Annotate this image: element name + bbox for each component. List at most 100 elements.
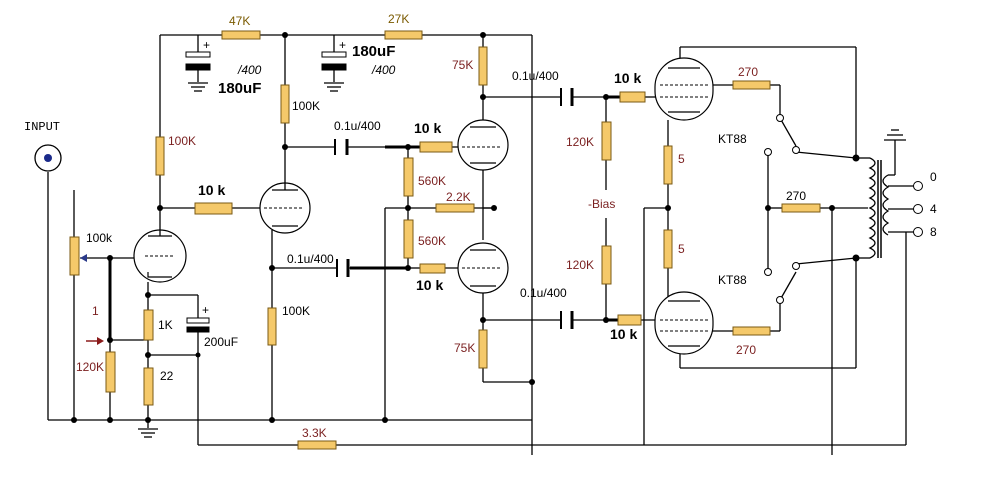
resistor-100k-mid	[280, 84, 290, 124]
label-200uf: 200uF	[204, 335, 238, 349]
label-270-bottom: 270	[736, 343, 756, 357]
resistor-10k-first	[194, 202, 233, 215]
label-kt88-top: KT88	[718, 132, 747, 146]
label-560k-a: 560K	[418, 174, 446, 188]
label-75k-top: 75K	[452, 58, 473, 72]
label-5-top: 5	[678, 152, 685, 166]
wires	[47, 34, 916, 455]
tube-v3	[457, 119, 509, 171]
resistor-1k	[143, 309, 154, 341]
resistor-270-bottom	[732, 326, 771, 336]
resistor-27k	[384, 30, 423, 40]
label-cap-top-right: 0.1u/400	[512, 69, 559, 83]
capacitor-0.1u-bottom-right	[560, 311, 574, 329]
input-label: INPUT	[24, 120, 60, 134]
grounds	[138, 82, 906, 438]
capacitor-200uf: +	[186, 303, 210, 333]
svg-text:+: +	[339, 38, 346, 52]
tube-kt88-bottom	[654, 291, 714, 355]
resistor-120k-top	[601, 121, 612, 161]
resistor-560k-b	[403, 219, 414, 259]
label-22: 22	[160, 369, 174, 383]
label-cap-bottom-right: 0.1u/400	[520, 286, 567, 300]
junctions	[71, 32, 860, 423]
label-5-bottom: 5	[678, 242, 685, 256]
svg-text:+: +	[202, 303, 209, 317]
label-node-1: 1	[92, 304, 99, 318]
resistor-100k-left	[155, 136, 165, 176]
label-270-mid: 270	[786, 189, 806, 203]
ground-icon	[188, 82, 208, 92]
resistor-10k-bottom-right	[617, 314, 642, 326]
label-cap-mid-voltage: /400	[371, 63, 396, 77]
label-tap-4: 4	[930, 202, 937, 216]
label-27k: 27K	[388, 12, 409, 26]
output-transformer	[868, 157, 923, 259]
resistors	[69, 30, 821, 450]
resistor-10k-bottom	[419, 263, 446, 274]
tubes	[133, 57, 714, 355]
potentiometer-100k	[69, 236, 80, 276]
capacitors: + + +	[185, 38, 574, 333]
capacitor-180uf-left: +	[185, 38, 211, 71]
label-cap-bottom-left: 0.1u/400	[287, 252, 334, 266]
label-tap-8: 8	[930, 225, 937, 239]
resistor-75k-top	[478, 46, 488, 86]
resistor-5-top	[663, 145, 673, 185]
label-bias: -Bias	[588, 197, 615, 211]
resistor-5-bottom	[663, 229, 673, 269]
tube-kt88-top	[654, 57, 714, 121]
label-10k-bottom-right: 10 k	[610, 326, 637, 342]
label-cap-mid: 180uF	[352, 43, 395, 60]
resistor-100k-bottom	[267, 307, 277, 346]
label-100k-bottom: 100K	[282, 304, 310, 318]
resistor-2.2k	[435, 203, 475, 213]
capacitor-0.1u-top-right	[560, 88, 574, 106]
label-120k-left: 120K	[76, 360, 104, 374]
tube-v4	[457, 242, 509, 294]
label-10k-left: 10 k	[198, 182, 225, 198]
capacitor-0.1u-mid	[334, 139, 349, 155]
label-120k-bottom: 120K	[566, 258, 594, 272]
label-3.3k: 3.3K	[302, 426, 327, 440]
label-cap-mid: 0.1u/400	[334, 119, 381, 133]
label-pot-100k: 100k	[86, 231, 113, 245]
resistor-3.3k	[297, 440, 337, 450]
ground-icon	[324, 82, 344, 92]
resistor-10k-mid	[419, 141, 453, 153]
ground-icon	[138, 428, 158, 438]
label-10k-top-right: 10 k	[614, 70, 641, 86]
potentiometer-wiper-icon	[80, 254, 87, 262]
label-1k: 1K	[158, 318, 173, 332]
tube-v2	[259, 182, 311, 234]
arrow-icon	[86, 337, 104, 345]
label-47k: 47K	[229, 14, 250, 28]
labels: INPUT 47K 27K /400 180uF 180uF /400 75K …	[24, 12, 937, 440]
resistor-120k-bottom	[601, 245, 612, 285]
label-100k-mid: 100K	[292, 99, 320, 113]
label-10k-bottom: 10 k	[416, 277, 443, 293]
label-10k-mid: 10 k	[414, 120, 441, 136]
label-kt88-bottom: KT88	[718, 273, 747, 287]
ultralinear-switch	[764, 114, 800, 304]
svg-text:+: +	[203, 38, 210, 52]
resistor-22	[143, 367, 154, 406]
resistor-270-top	[732, 80, 771, 90]
label-2.2k: 2.2K	[446, 190, 471, 204]
label-75k-bottom: 75K	[454, 341, 475, 355]
input-jack[interactable]	[34, 144, 62, 172]
label-tap-0: 0	[930, 170, 937, 184]
capacitor-180uf-mid: +	[321, 38, 347, 71]
label-cap-left-voltage: /400	[237, 63, 262, 77]
resistor-560k-a	[403, 157, 414, 197]
label-560k-b: 560K	[418, 234, 446, 248]
capacitor-0.1u-bottom-left	[336, 259, 350, 277]
resistor-120k-left	[105, 351, 116, 393]
resistor-270-mid	[781, 203, 821, 213]
label-100k-left: 100K	[168, 134, 196, 148]
resistor-47k	[221, 30, 261, 40]
ground-icon	[884, 129, 906, 141]
resistor-75k-bottom	[478, 329, 488, 369]
label-cap-left: 180uF	[218, 80, 261, 97]
